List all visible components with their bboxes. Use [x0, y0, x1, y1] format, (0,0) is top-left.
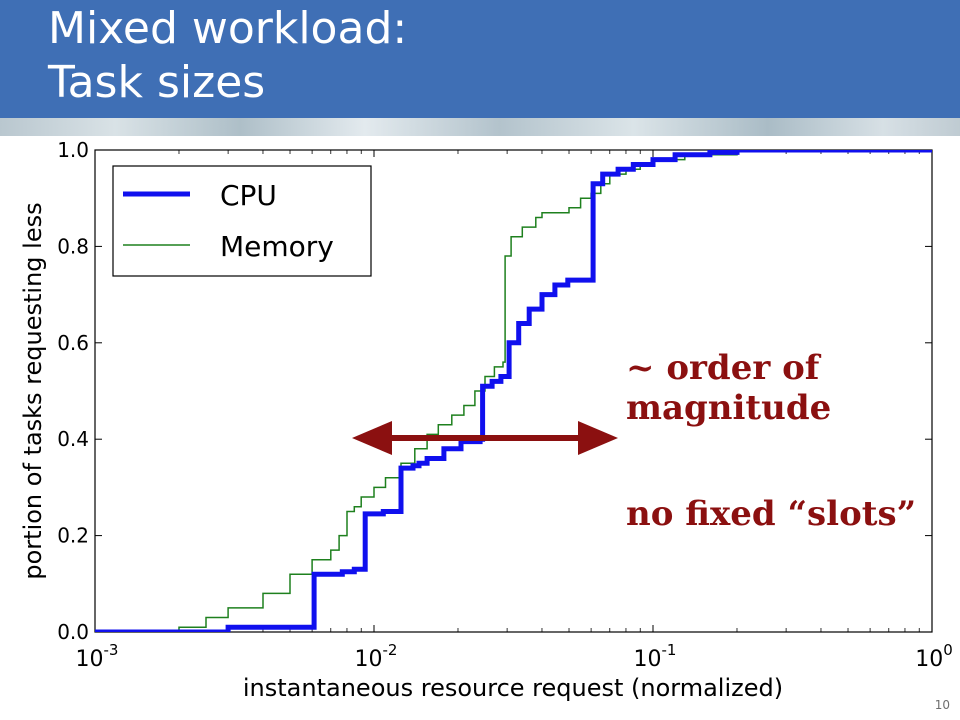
arrow-head-right: [578, 421, 618, 455]
x-tick-label: 10-1: [634, 641, 677, 672]
y-tick-label: 0.0: [57, 620, 89, 644]
legend: CPU Memory: [112, 165, 372, 277]
y-tick-label: 0.4: [57, 427, 89, 451]
y-tick-labels: 0.0 0.2 0.4 0.6 0.8 1.0: [57, 138, 89, 644]
y-tick-label: 0.6: [57, 331, 89, 355]
slide-title: Mixed workload: Task sizes: [48, 3, 408, 108]
x-tick-label: 10-3: [76, 641, 119, 672]
y-tick-label: 1.0: [57, 138, 89, 162]
annotation-no-fixed-slots: no fixed “slots”: [626, 494, 917, 534]
slide-header: [0, 0, 960, 118]
series-line-cpu: [95, 150, 932, 632]
arrow-head-left: [352, 421, 392, 455]
legend-label-memory: Memory: [220, 230, 334, 263]
x-tick-label: 100: [915, 641, 953, 672]
header-decorative-band: [0, 118, 960, 136]
cdf-chart: 0.0 0.2 0.4 0.6 0.8 1.0 10-3 10-2 10-1 100 insta…: [19, 138, 953, 702]
y-tick-label: 0.2: [57, 524, 89, 548]
x-tick-label: 10-2: [355, 641, 398, 672]
x-axis-label: instantaneous resource request (normaliz…: [243, 674, 783, 702]
legend-label-cpu: CPU: [220, 179, 277, 212]
page-number: 10: [934, 698, 950, 712]
x-tick-labels: 10-3 10-2 10-1 100: [76, 641, 953, 672]
double-arrow: [352, 421, 618, 455]
y-axis-label: portion of tasks requesting less: [19, 202, 47, 579]
annotation-order-of-magnitude: ~ order of magnitude: [626, 348, 832, 428]
legend-box: [112, 165, 372, 277]
y-tick-label: 0.8: [57, 234, 89, 258]
series-line-memory: [95, 150, 932, 632]
